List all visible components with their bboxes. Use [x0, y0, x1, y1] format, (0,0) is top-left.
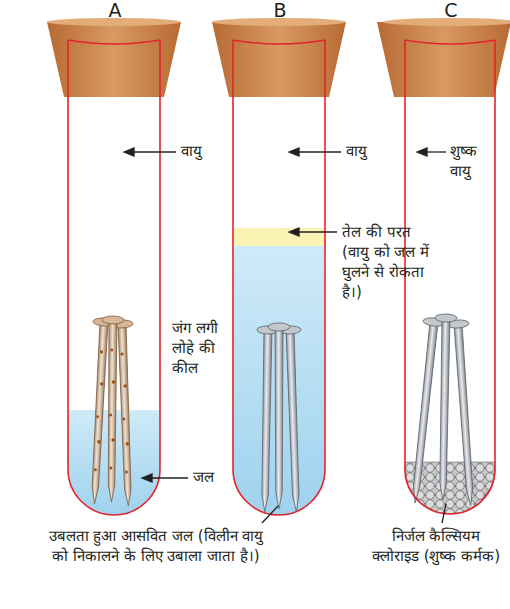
tube-letter: A — [104, 0, 126, 20]
tube-letter: B — [269, 0, 291, 20]
part-label: वायु — [181, 141, 241, 161]
part-label: तेल की परत (वायु को जल में घुलने से रोकत… — [342, 222, 434, 302]
part-label: वायु — [346, 141, 406, 161]
tube-letter: C — [440, 0, 462, 20]
part-label: जंग लगी लोहे की कील — [172, 318, 240, 378]
part-label: जल — [193, 467, 243, 487]
part-label: उबलता हुआ आसवित जल (विलीन वायु को निकालन… — [40, 526, 272, 566]
part-label: शुष्क वायु — [450, 141, 494, 181]
part-label: निर्जल कैल्सियम क्लोराइड (शुष्क कर्मक) — [366, 526, 506, 566]
